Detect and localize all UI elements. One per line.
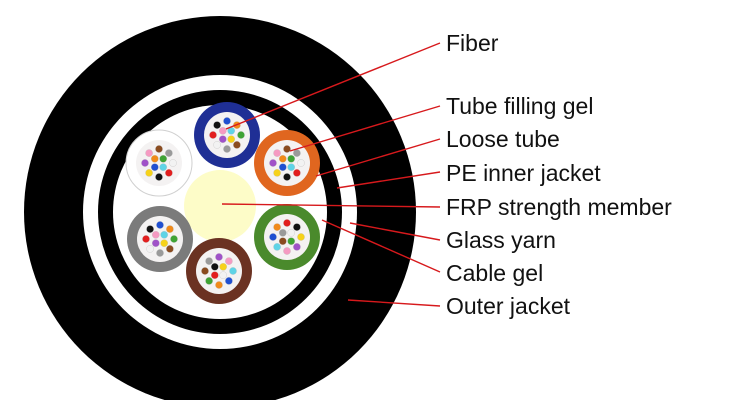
- fiber: [279, 237, 287, 245]
- fiber: [146, 225, 154, 233]
- fiber: [151, 155, 159, 163]
- label-frp-strength-member: FRP strength member: [446, 194, 672, 220]
- fiber: [141, 159, 149, 167]
- fiber: [279, 155, 287, 163]
- fiber: [169, 159, 177, 167]
- loose-tube-white: [125, 129, 193, 197]
- fiber: [233, 141, 241, 149]
- fiber: [297, 233, 305, 241]
- fiber: [166, 225, 174, 233]
- fiber: [156, 221, 164, 229]
- fiber: [269, 233, 277, 241]
- fiber: [156, 249, 164, 257]
- fiber: [215, 281, 223, 289]
- label-cable-gel: Cable gel: [446, 260, 543, 286]
- leader-line-glass-yarn: [349, 222, 441, 241]
- loose-tube-green: [254, 204, 320, 270]
- fiber: [201, 267, 209, 275]
- fiber: [165, 149, 173, 157]
- fiber: [287, 229, 295, 237]
- fiber: [155, 145, 163, 153]
- leader-line-pe-inner-jacket: [336, 171, 441, 189]
- fiber: [227, 135, 235, 143]
- label-outer-jacket: Outer jacket: [446, 293, 571, 319]
- fiber: [293, 243, 301, 251]
- loose-tube-orange: [254, 130, 320, 196]
- fiber: [283, 173, 291, 181]
- fiber: [145, 169, 153, 177]
- leader-line-loose-tube: [315, 138, 441, 177]
- fiber: [287, 163, 295, 171]
- fiber: [287, 155, 295, 163]
- fiber: [225, 257, 233, 265]
- fiber: [145, 149, 153, 157]
- fiber: [219, 127, 227, 135]
- leader-line-cable-gel: [321, 219, 441, 273]
- fiber: [229, 267, 237, 275]
- fiber: [223, 145, 231, 153]
- fiber: [283, 219, 291, 227]
- fiber: [209, 131, 217, 139]
- fiber: [225, 277, 233, 285]
- fiber: [211, 271, 219, 279]
- fiber: [273, 243, 281, 251]
- fiber: [213, 121, 221, 129]
- fiber: [279, 229, 287, 237]
- loose-tube-brown: [186, 238, 252, 304]
- fiber: [273, 223, 281, 231]
- label-pe-inner-jacket: PE inner jacket: [446, 160, 601, 186]
- fiber: [213, 141, 221, 149]
- fiber: [237, 131, 245, 139]
- label-tube-filling-gel: Tube filling gel: [446, 93, 593, 119]
- fiber: [293, 169, 301, 177]
- fiber: [287, 237, 295, 245]
- fiber: [293, 223, 301, 231]
- fiber: [293, 149, 301, 157]
- leader-line-frp-strength-member: [221, 203, 441, 208]
- leader-line-tube-filling-gel: [289, 105, 441, 152]
- loose-tube-blue: [194, 102, 260, 168]
- cable-cross-section: [24, 16, 416, 400]
- fiber: [269, 159, 277, 167]
- label-loose-tube: Loose tube: [446, 126, 560, 152]
- fiber: [166, 245, 174, 253]
- fiber: [152, 231, 160, 239]
- frp-strength-member-core: [184, 170, 256, 242]
- fiber: [223, 117, 231, 125]
- fiber: [165, 169, 173, 177]
- fiber: [273, 169, 281, 177]
- label-fiber: Fiber: [446, 30, 499, 56]
- component-labels: Fiber Tube filling gel Loose tube PE inn…: [446, 30, 672, 319]
- fiber: [170, 235, 178, 243]
- fiber: [152, 239, 160, 247]
- leader-lines: [221, 42, 441, 307]
- fiber: [205, 257, 213, 265]
- fiber: [155, 173, 163, 181]
- fiber: [283, 145, 291, 153]
- fiber: [146, 245, 154, 253]
- loose-tube-gray: [127, 206, 193, 272]
- fiber: [283, 247, 291, 255]
- fiber: [160, 239, 168, 247]
- leader-line-outer-jacket: [347, 299, 441, 307]
- fiber: [273, 149, 281, 157]
- fiber: [205, 277, 213, 285]
- fiber: [159, 155, 167, 163]
- fiber: [159, 163, 167, 171]
- label-glass-yarn: Glass yarn: [446, 227, 556, 253]
- fiber: [142, 235, 150, 243]
- fiber: [279, 163, 287, 171]
- fiber: [219, 271, 227, 279]
- fiber: [215, 253, 223, 261]
- leader-line-fiber: [225, 42, 441, 130]
- fiber: [297, 159, 305, 167]
- fiber: [219, 263, 227, 271]
- fiber: [211, 263, 219, 271]
- fiber: [151, 163, 159, 171]
- fiber: [219, 135, 227, 143]
- fiber: [160, 231, 168, 239]
